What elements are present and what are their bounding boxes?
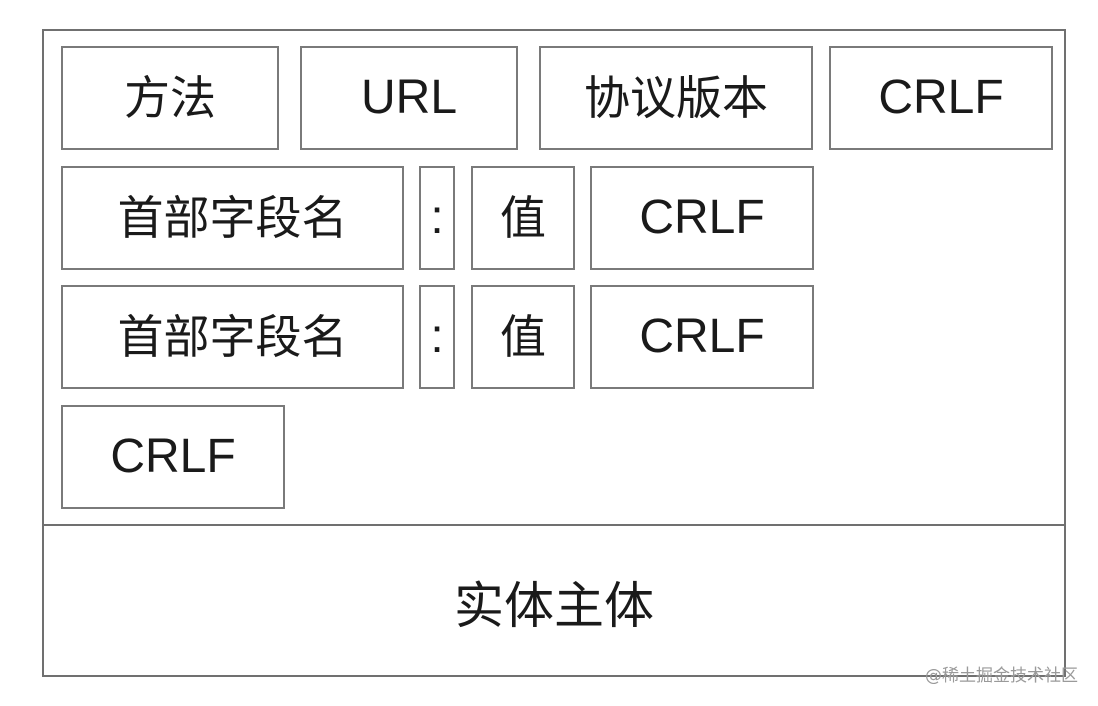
request-line-crlf-label: CRLF: [878, 71, 1004, 124]
blank-line-crlf-label: CRLF: [110, 430, 236, 483]
protocol-version-label: 协议版本: [584, 71, 768, 125]
header-name-box: 首部字段名: [61, 285, 404, 389]
header-crlf-label: CRLF: [639, 310, 765, 363]
header-crlf-box: CRLF: [590, 166, 814, 270]
header-value-box: 值: [471, 166, 575, 270]
body-divider: [44, 524, 1064, 526]
method-label: 方法: [124, 71, 216, 125]
watermark: @稀土掘金技术社区: [925, 666, 1078, 686]
entity-body-label: 实体主体: [454, 576, 654, 635]
header-name-box: 首部字段名: [61, 166, 404, 270]
header-colon-box: :: [419, 166, 455, 270]
header-crlf-label: CRLF: [639, 191, 765, 244]
header-value-box: 值: [471, 285, 575, 389]
protocol-version-box: 协议版本: [539, 46, 813, 150]
header-name-label: 首部字段名: [117, 310, 348, 364]
header-name-label: 首部字段名: [117, 191, 348, 245]
header-colon-label: :: [430, 310, 444, 363]
blank-line-crlf-box: CRLF: [61, 405, 285, 509]
request-line-crlf-box: CRLF: [829, 46, 1053, 150]
header-crlf-box: CRLF: [590, 285, 814, 389]
header-value-label: 值: [500, 310, 546, 364]
header-colon-label: :: [430, 191, 444, 244]
method-box: 方法: [61, 46, 279, 150]
entity-body-section: 实体主体: [44, 526, 1064, 677]
http-message-diagram: 方法 URL 协议版本 CRLF 首部字段名 : 值 CRLF 首部字段名 : …: [42, 29, 1066, 677]
header-value-label: 值: [500, 191, 546, 245]
url-box: URL: [300, 46, 518, 150]
url-label: URL: [360, 71, 458, 124]
header-colon-box: :: [419, 285, 455, 389]
